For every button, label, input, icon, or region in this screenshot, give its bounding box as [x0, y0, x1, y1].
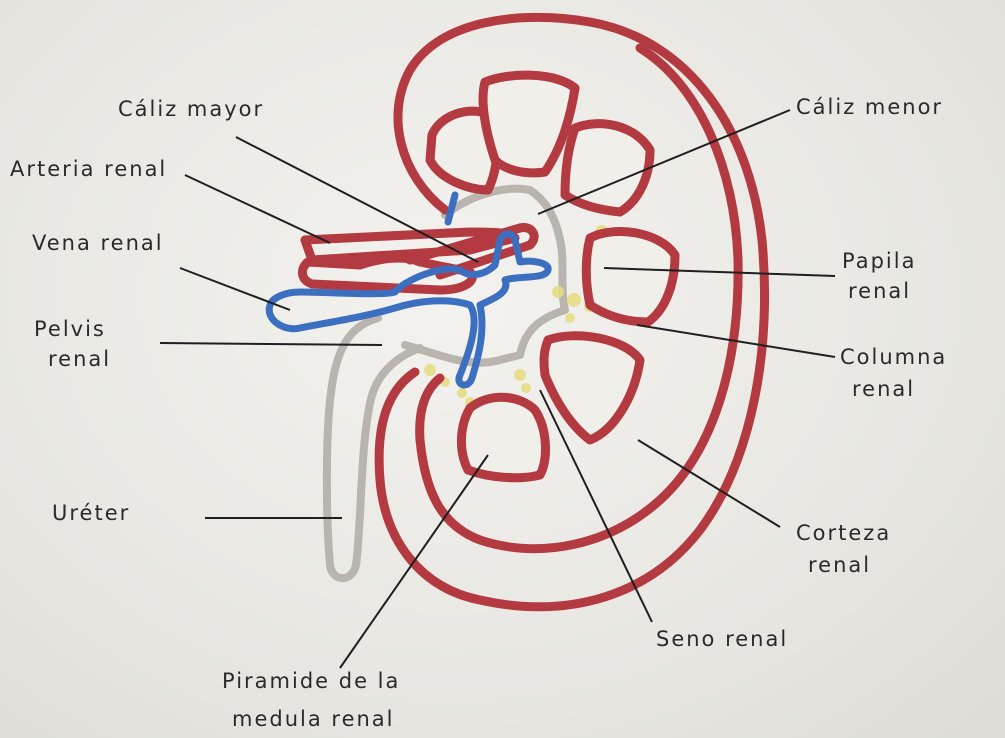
label-vena-renal: Vena renal [32, 231, 164, 255]
ureter-shape [327, 318, 420, 578]
label-seno-renal: Seno renal [656, 627, 788, 651]
label-caliz-menor: Cáliz menor [796, 95, 943, 119]
label-pelvis-renal-2: renal [48, 347, 111, 371]
leader-vena-renal [180, 268, 290, 310]
label-arteria-renal: Arteria renal [10, 157, 167, 181]
label-piramide-1: Piramide de la [222, 669, 400, 693]
label-columna-2: renal [852, 377, 915, 401]
leader-arteria-renal [185, 175, 330, 243]
label-columna-1: Columna [840, 345, 947, 369]
label-corteza-2: renal [808, 553, 871, 577]
label-ureter: Uréter [52, 501, 130, 525]
label-papila-1: Papila [842, 249, 916, 273]
label-pelvis-renal-1: Pelvis [34, 317, 106, 341]
label-caliz-mayor: Cáliz mayor [118, 97, 264, 121]
label-corteza-1: Corteza [796, 521, 891, 545]
label-papila-2: renal [848, 279, 911, 303]
label-piramide-2: medula renal [232, 707, 395, 731]
